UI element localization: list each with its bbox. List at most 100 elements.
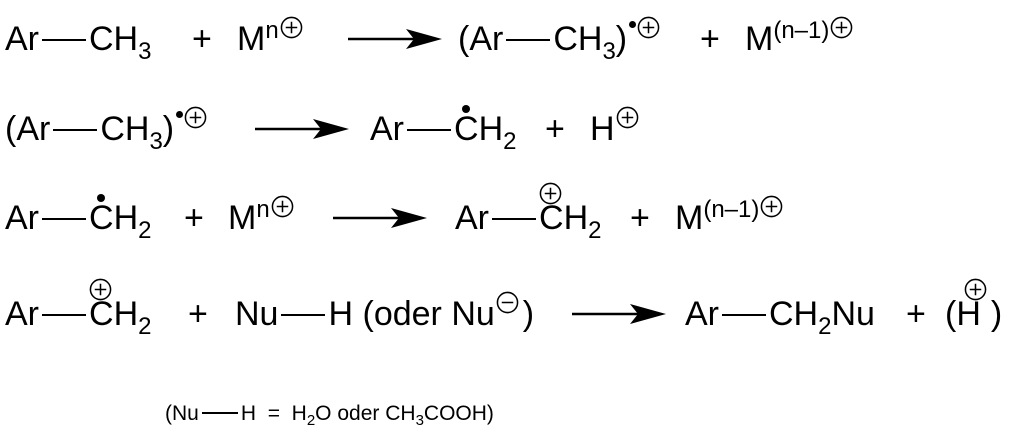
superscript: n (256, 196, 270, 223)
text: H (956, 295, 981, 333)
subscript: 3 (138, 38, 152, 65)
reaction-arrow-icon (333, 207, 427, 229)
species-proton: (H) (945, 294, 1002, 334)
text: ) (522, 295, 535, 333)
bond-line (53, 128, 98, 132)
plus-sign: + (188, 295, 208, 333)
text: CH (385, 402, 416, 425)
species-metal-ion: Mn (228, 198, 294, 242)
text: Nu (172, 402, 199, 425)
subscript: 2 (306, 412, 316, 429)
text: H (291, 402, 307, 425)
charge-plus-icon (539, 182, 562, 205)
text: Nu (235, 295, 279, 333)
text: Ar (5, 20, 39, 58)
text: M (745, 20, 774, 58)
text: ( (165, 402, 172, 425)
text: Nu (451, 295, 495, 333)
text: ) (486, 402, 494, 425)
superscript: (n–1) (773, 17, 830, 44)
superscript: (n–1) (703, 196, 760, 223)
charge-plus-icon (89, 278, 112, 301)
text: Ar (370, 110, 404, 148)
species-metal-ion: Mn (237, 19, 303, 63)
text: CH (89, 20, 139, 58)
text: ) (162, 110, 175, 148)
bond-line (42, 217, 86, 221)
charge-plus-icon (184, 106, 207, 129)
charge-plus-icon (271, 195, 294, 218)
plus-sign: + (906, 295, 926, 333)
charge-plus-icon (616, 106, 639, 129)
bond-line (407, 128, 451, 132)
subscript: 3 (415, 412, 424, 429)
text: M (237, 20, 266, 58)
text: Ar (5, 295, 39, 333)
subscript: 2 (503, 128, 517, 155)
text: C (539, 199, 564, 237)
charge-plus-icon (760, 195, 783, 218)
text: CH (553, 20, 603, 58)
text: Ar (5, 199, 39, 237)
text: H (240, 402, 257, 425)
text: oder (373, 295, 442, 333)
text: ( (458, 20, 470, 58)
charge-minus-icon (496, 291, 519, 314)
subscript: 2 (138, 313, 152, 340)
bond-line (201, 412, 238, 415)
subscript: 3 (149, 128, 163, 155)
superscript: n (265, 17, 279, 44)
subscript: 2 (138, 217, 152, 244)
text: H (113, 295, 139, 333)
radical-dot-icon (176, 111, 184, 118)
species-benzyl-cation: Ar CH2 (455, 198, 602, 244)
text: CH (769, 295, 819, 333)
bond-line (492, 217, 536, 221)
charge-plus-icon (637, 16, 660, 39)
species-reduced-metal: M(n–1) (745, 19, 853, 63)
species-benzyl-radical: Ar CH2 (5, 194, 152, 244)
plus-sign: + (630, 199, 650, 237)
plus-sign: + (545, 110, 565, 148)
text: C (89, 199, 114, 237)
text: Ar (455, 199, 489, 237)
bond-line (42, 38, 86, 42)
reaction-arrow-icon (572, 303, 666, 325)
text: C (89, 295, 114, 333)
text: H (328, 295, 354, 333)
species-reduced-metal: M(n–1) (675, 198, 783, 242)
text: Ar (469, 20, 504, 58)
subscript: 2 (818, 313, 832, 340)
species-proton: H (590, 109, 639, 149)
text: H (590, 110, 615, 148)
species-benzyl-cation: Ar CH2 (5, 294, 152, 340)
subscript: 2 (588, 217, 602, 244)
text: oder (337, 402, 380, 425)
text: H (563, 199, 589, 237)
bond-line (281, 313, 326, 317)
text: H (113, 199, 139, 237)
charge-plus-icon (280, 16, 303, 39)
charge-plus-icon (830, 16, 853, 39)
plus-sign: + (192, 20, 212, 58)
charge-plus-icon (964, 278, 987, 301)
text: M (228, 199, 257, 237)
bond-line (42, 313, 86, 317)
text: Ar (16, 110, 51, 148)
reaction-arrow-icon (348, 28, 442, 50)
text: ( (5, 110, 17, 148)
reaction-arrow-icon (255, 118, 349, 140)
radical-dot-icon (97, 194, 106, 202)
text: Nu (831, 295, 875, 333)
text: COOH (423, 402, 487, 425)
text: O (315, 402, 332, 425)
species-ar-ch3: Ar CH3 (5, 19, 152, 65)
plus-sign: + (184, 199, 204, 237)
text: M (675, 199, 704, 237)
text: C (454, 110, 479, 148)
